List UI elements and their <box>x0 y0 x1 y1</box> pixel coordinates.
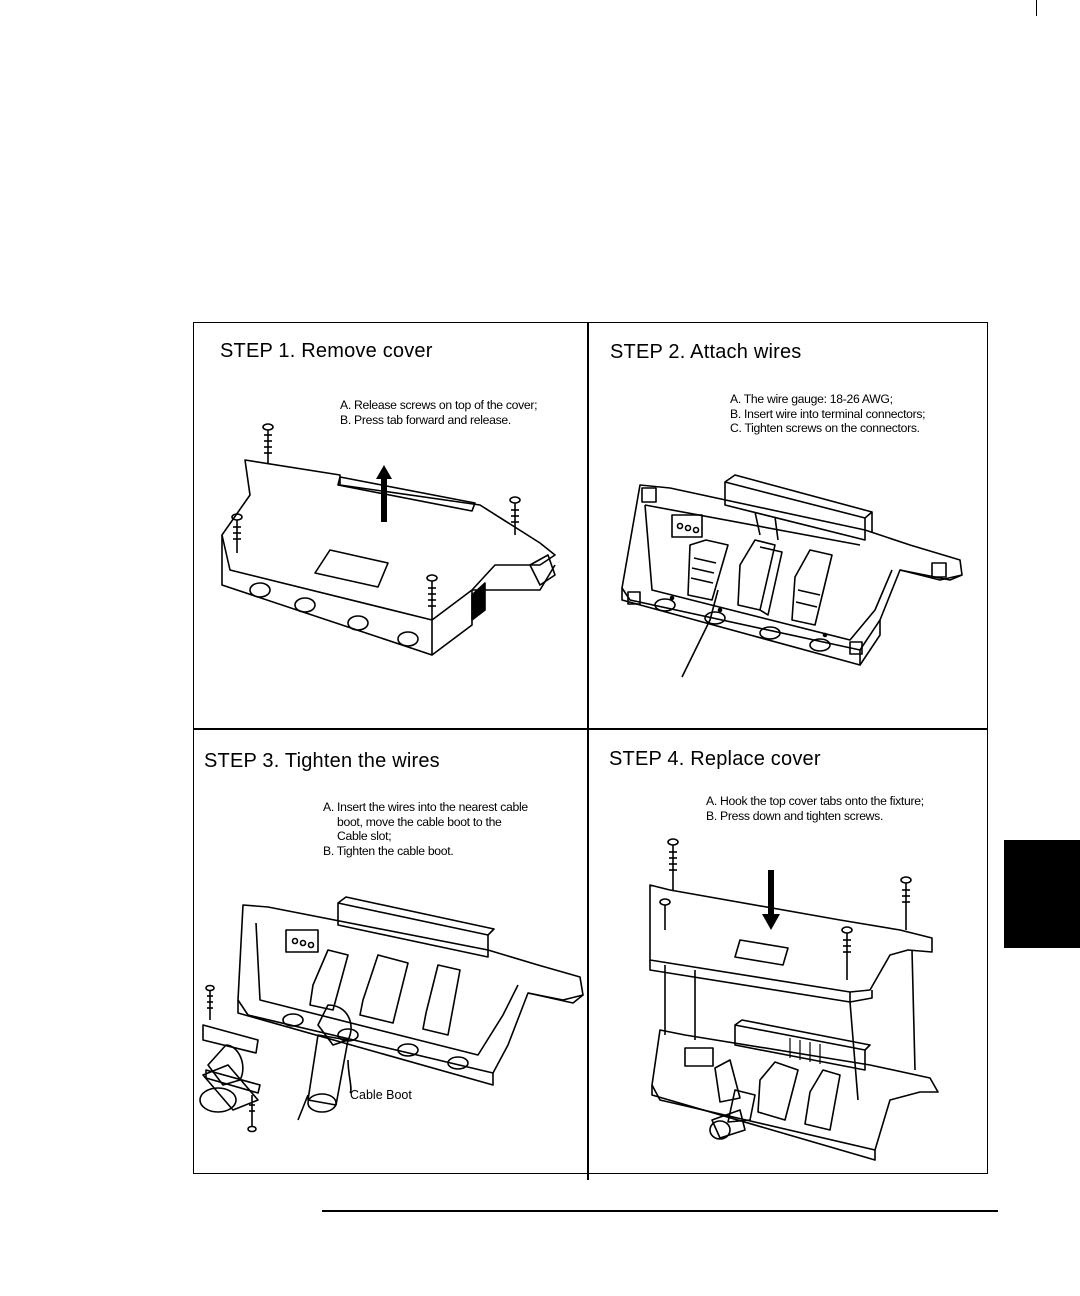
screw-2 <box>231 513 243 553</box>
cable <box>709 1089 756 1140</box>
panel-divider-vertical <box>587 322 589 1180</box>
relay-block <box>734 1024 866 1071</box>
cover-label-area <box>314 549 389 588</box>
screw-4 <box>841 926 853 980</box>
chapter-side-tab <box>1004 840 1080 948</box>
screw-3 <box>900 876 912 930</box>
step-2-illustration <box>621 474 963 678</box>
step-4-instruction-b: B. Press down and tighten screws. <box>706 808 884 823</box>
step-4-illustration <box>649 838 939 1161</box>
step-1-instruction-b: B. Press tab forward and release. <box>340 412 511 427</box>
step-2-instruction-a: A. The wire gauge: 18-26 AWG; <box>730 392 893 406</box>
crop-mark <box>1036 0 1037 16</box>
cover-side <box>221 535 433 656</box>
step-2-instruction-b: B. Insert wire into terminal connectors; <box>730 406 926 421</box>
terminal-strip-3 <box>422 964 461 1036</box>
step-4-instructions: A. Hook the top cover tabs onto the fixt… <box>706 794 924 823</box>
step-3-instruction-a-line2: boot, move the cable boot to the <box>337 814 502 829</box>
terminal-strip-2 <box>737 539 783 616</box>
cable-clamp <box>202 1024 259 1054</box>
step-3-instructions: A. Insert the wires into the nearest cab… <box>323 800 528 858</box>
panel-divider-horizontal <box>193 728 988 730</box>
step-3-illustration <box>199 896 584 1133</box>
screw-3 <box>509 496 521 535</box>
screw-4 <box>426 574 438 620</box>
step-1-instruction-a: A. Release screws on top of the cover; <box>340 398 538 412</box>
screw-1 <box>262 423 274 463</box>
small-terminal <box>671 514 703 538</box>
step-2-title: STEP 2. Attach wires <box>610 341 802 363</box>
base-tray <box>651 1029 939 1151</box>
terminal-strip-2 <box>359 954 409 1024</box>
step-4-title: STEP 4. Replace cover <box>609 748 821 770</box>
step-2-instruction-c: C. Tighten screws on the connectors. <box>730 421 920 435</box>
instruction-panel-frame <box>193 322 988 1174</box>
relay-block <box>337 902 489 958</box>
cover-label-area <box>734 939 789 966</box>
step-2-instructions: A. The wire gauge: 18-26 AWG; B. Insert … <box>730 392 926 436</box>
step-1-illustration <box>221 423 556 656</box>
lift-arrow <box>376 465 392 522</box>
press-down-arrow <box>762 870 780 930</box>
cable-1 <box>199 1044 259 1113</box>
clamp-screw-bottom <box>247 1095 257 1133</box>
screw-2 <box>659 898 671 930</box>
small-terminal <box>285 929 319 953</box>
cable-2 <box>307 1004 352 1113</box>
terminal-strip-3 <box>791 549 833 626</box>
terminal-strip-1 <box>309 949 349 1011</box>
step-3-instruction-b: B. Tighten the cable boot. <box>323 843 454 858</box>
screw-1 <box>667 838 679 890</box>
wire-pointer <box>681 589 719 678</box>
terminal-strip-1 <box>687 539 729 601</box>
small-terminal <box>684 1047 714 1067</box>
cover-top <box>221 459 556 621</box>
step-1-title: STEP 1. Remove cover <box>220 340 433 362</box>
step-3-instruction-a-line1: A. Insert the wires into the nearest cab… <box>323 800 528 814</box>
footer-rule <box>322 1210 998 1212</box>
step-3-title: STEP 3. Tighten the wires <box>204 750 440 772</box>
step-3-instruction-a-line3: Cable slot; <box>337 829 392 843</box>
step-1-instructions: A. Release screws on top of the cover; B… <box>340 398 538 427</box>
cable-boot-callout: Cable Boot <box>350 1088 412 1102</box>
step-4-instruction-a: A. Hook the top cover tabs onto the fixt… <box>706 794 924 808</box>
clamp-screw-top <box>205 984 215 1020</box>
top-cover <box>649 884 933 993</box>
relay-block <box>724 481 866 541</box>
